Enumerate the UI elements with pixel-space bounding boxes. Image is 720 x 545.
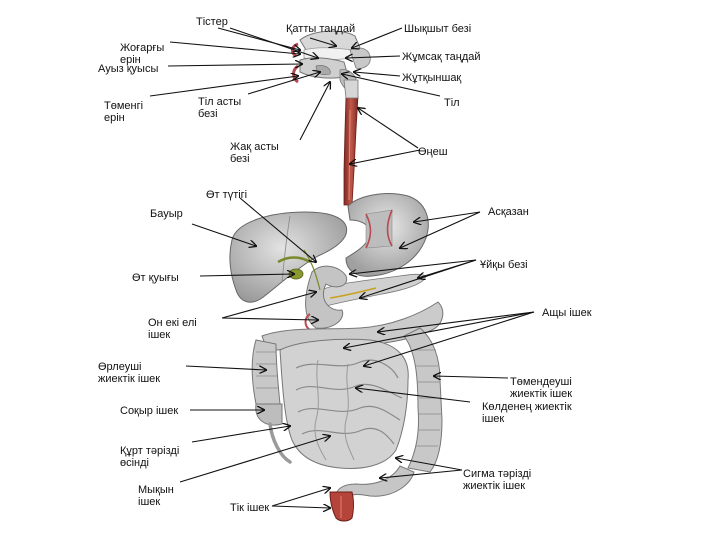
label-soft-palate: Жұмсақ таңдай xyxy=(402,51,481,63)
label-descending-colon: Төмендеуші жиектік ішек xyxy=(510,376,573,400)
label-transverse-colon: Көлденең жиектік ішек xyxy=(482,401,572,425)
label-duodenum: Он екі елі ішек xyxy=(148,317,197,341)
label-tongue: Тіл xyxy=(444,97,460,109)
label-lower-lip: Төменгі ерін xyxy=(104,100,144,124)
label-pharynx: Жұтқыншақ xyxy=(402,72,462,84)
label-liver: Бауыр xyxy=(150,208,183,220)
label-pancreas: Ұйқы безі xyxy=(480,259,528,271)
label-hard-palate: Қатты таңдай xyxy=(286,23,356,35)
label-oral-cavity: Ауыз қуысы xyxy=(98,63,159,75)
label-submandibular-gland: Жақ асты безі xyxy=(230,141,279,165)
mouth-region xyxy=(290,30,371,97)
label-cecum: Соқыр ішек xyxy=(120,405,179,417)
label-teeth: Тістер xyxy=(196,16,228,28)
stomach xyxy=(345,193,429,277)
label-parotid-gland: Шықшыт безі xyxy=(404,23,472,35)
label-esophagus: Өңеш xyxy=(418,146,448,158)
label-stomach: Асқазан xyxy=(488,206,529,218)
label-gallbladder: Өт қуығы xyxy=(132,272,179,284)
label-appendix: Құрт тәрізді өсінді xyxy=(120,445,180,469)
leader-lines xyxy=(149,27,535,508)
liver xyxy=(229,211,348,303)
label-small-intestine: Ащы ішек xyxy=(542,307,592,319)
label-ascending-colon: Өрлеуші жиектік ішек xyxy=(98,361,161,385)
label-sigmoid-colon: Сигма тәрізді жиектік ішек xyxy=(463,468,532,492)
label-sublingual-gland: Тіл асты безі xyxy=(198,96,242,120)
label-rectum: Тік ішек xyxy=(230,502,270,514)
label-ileum: Мықын ішек xyxy=(138,484,174,508)
label-upper-lip: Жоғарғы ерін xyxy=(120,42,165,66)
label-bile-duct: Өт түтігі xyxy=(206,189,248,201)
esophagus xyxy=(343,79,359,206)
